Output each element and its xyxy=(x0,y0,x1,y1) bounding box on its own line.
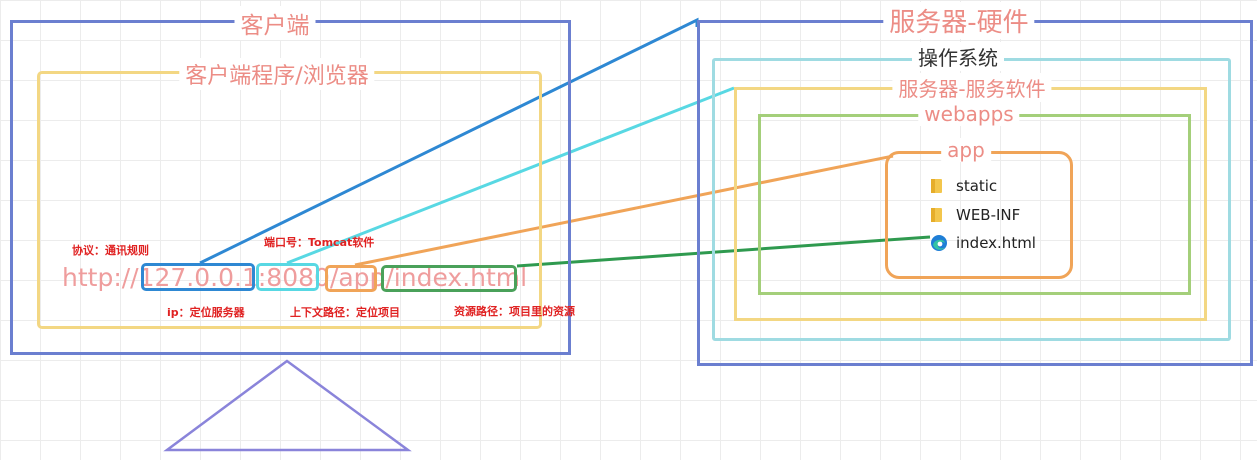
context-connector xyxy=(354,154,894,267)
port-segment-highlight xyxy=(256,263,319,291)
resource-connector xyxy=(516,235,931,268)
browser-title: 客户端程序/浏览器 xyxy=(179,58,375,90)
resource-segment-highlight xyxy=(381,265,517,292)
webapps-title: webapps xyxy=(918,102,1020,126)
server-software-title: 服务器-服务软件 xyxy=(892,73,1052,102)
server-title: 服务器-硬件 xyxy=(883,2,1035,39)
app-title: app xyxy=(941,138,991,162)
port-annotation: 端口号：Tomcat软件 xyxy=(264,236,375,249)
file-name: WEB-INF xyxy=(956,206,1021,224)
context-path-annotation: 上下文路径：定位项目 xyxy=(290,306,400,319)
client-title: 客户端 xyxy=(234,6,316,40)
monitor-stand xyxy=(163,359,412,452)
os-title: 操作系统 xyxy=(912,42,1004,71)
folder-icon xyxy=(930,178,944,194)
port-connector xyxy=(286,86,735,265)
file-name: static xyxy=(956,177,998,195)
context-segment-highlight xyxy=(325,265,377,292)
ip-annotation: ip：定位服务器 xyxy=(167,306,245,319)
file-name: index.html xyxy=(956,234,1036,252)
edge-browser-icon xyxy=(930,234,948,252)
file-item-static[interactable]: static xyxy=(930,177,997,195)
file-item-web-inf[interactable]: WEB-INF xyxy=(930,206,1020,224)
resource-path-annotation: 资源路径：项目里的资源 xyxy=(454,305,575,318)
file-item-index-html[interactable]: index.html xyxy=(930,234,1036,252)
protocol-annotation: 协议：通讯规则 xyxy=(72,244,149,257)
ip-segment-highlight xyxy=(141,263,255,291)
folder-icon xyxy=(930,207,944,223)
